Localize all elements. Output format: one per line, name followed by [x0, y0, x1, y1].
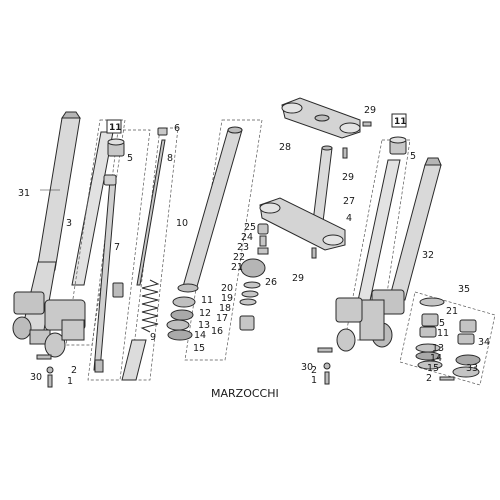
callout-2-left: 2	[71, 365, 77, 376]
callout-22: 22	[233, 252, 245, 263]
callout-1-right: 1	[311, 375, 317, 386]
right-fork-leg-32	[359, 157, 442, 348]
group-outline-10	[184, 119, 263, 361]
group-outline-8	[129, 127, 179, 381]
callout-11-left: 11	[201, 295, 213, 306]
boxed-label-11-right: 11	[394, 117, 407, 127]
boxed-label-11-left-frame	[106, 119, 122, 134]
callout-8: 8	[167, 153, 173, 164]
callout-24: 24	[241, 232, 253, 243]
callout-33: 33	[466, 363, 478, 374]
boxed-label-11-right-frame	[391, 113, 407, 128]
callout-17: 17	[216, 313, 228, 324]
callout-30-right: 30	[301, 362, 313, 373]
callout-34: 34	[478, 337, 490, 348]
callout-16: 16	[211, 326, 223, 337]
callout-21-left: 21	[231, 262, 243, 273]
top-cap-5-right	[389, 136, 407, 155]
left-small-bolts	[36, 354, 54, 388]
callout-25: 25	[244, 222, 256, 233]
callout-2-kit: 2	[426, 373, 432, 384]
callout-13-right: 13	[432, 343, 444, 354]
callout-9: 9	[150, 332, 156, 343]
spring-9	[140, 279, 160, 333]
upper-triple-clamp-28	[281, 97, 361, 139]
callout-14-right: 14	[430, 353, 442, 364]
callout-32: 32	[422, 250, 434, 261]
callout-14-left: 14	[194, 330, 206, 341]
callout-21-right: 21	[446, 306, 458, 317]
callout-19: 19	[221, 293, 233, 304]
rod-8	[136, 127, 168, 286]
damper-rod-7	[93, 174, 124, 373]
callout-5-left: 5	[127, 153, 133, 164]
callout-5-kit: 5	[439, 318, 445, 329]
cartridge-stack-16-26	[239, 223, 269, 331]
callout-26: 26	[265, 277, 277, 288]
callout-35: 35	[458, 284, 470, 295]
callout-29-bottom: 29	[292, 273, 304, 284]
callout-12: 12	[199, 308, 211, 319]
right-small-bolts	[317, 347, 333, 385]
boxed-label-11-left: 11	[109, 123, 122, 133]
callout-29-top: 29	[364, 105, 376, 116]
callout-3: 3	[66, 218, 72, 229]
callout-10: 10	[176, 218, 188, 229]
callout-27: 27	[343, 196, 355, 207]
callout-31: 31	[18, 188, 30, 199]
right-axle-bracket	[335, 297, 363, 352]
callout-1-left: 1	[67, 376, 73, 387]
callout-23: 23	[237, 242, 249, 253]
callout-18: 18	[219, 303, 231, 314]
seal-kit-parts	[415, 297, 481, 381]
callout-20: 20	[221, 283, 233, 294]
callout-15-left: 15	[193, 343, 205, 354]
callout-5-right: 5	[410, 151, 416, 162]
top-cap-5-left	[107, 138, 125, 157]
callout-30-left: 30	[30, 372, 42, 383]
left-fork-leg	[12, 111, 81, 345]
spacer-tube-9	[121, 339, 147, 381]
callout-28: 28	[279, 142, 291, 153]
group-outline-7	[87, 129, 151, 381]
callout-7: 7	[114, 242, 120, 253]
callout-2-right: 2	[311, 365, 317, 376]
left-axle-bracket	[44, 299, 86, 358]
callout-29-mid: 29	[342, 172, 354, 183]
seal-kit-outline-35	[399, 291, 496, 386]
callout-11-right: 11	[437, 328, 449, 339]
callout-15-right: 15	[427, 363, 439, 374]
callout-labels: 31 3 11 5 6 8 7 10 9 11 12 13 14 15 30 2…	[18, 105, 490, 387]
seals-11-15	[166, 283, 199, 341]
callout-13-left: 13	[198, 320, 210, 331]
manufacturer-caption: MARZOCCHI	[211, 387, 279, 400]
lower-triple-clamp-27	[259, 197, 346, 251]
clamp-bolts-29	[311, 121, 372, 259]
callout-4: 4	[346, 213, 352, 224]
callout-6: 6	[174, 123, 180, 134]
